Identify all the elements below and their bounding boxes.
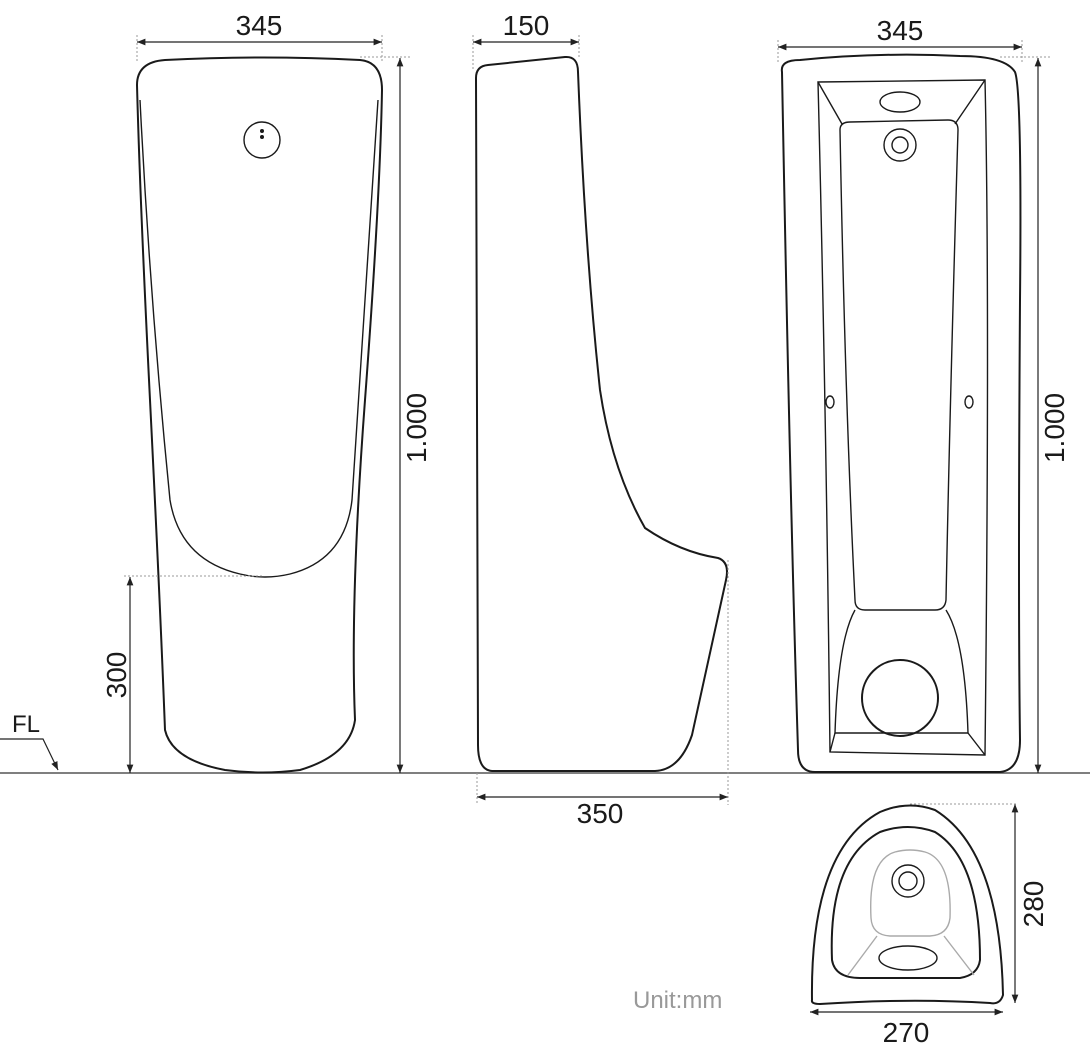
side-bottom-depth-label: 350 <box>577 798 624 829</box>
side-top-depth-label: 150 <box>503 10 550 41</box>
side-view: 150 350 <box>472 10 729 829</box>
rear-view: 345 1.000 <box>777 15 1070 773</box>
floor-label: FL <box>12 711 40 738</box>
front-view: 345 1.000 300 <box>101 10 432 774</box>
top-width-label: 270 <box>883 1017 930 1048</box>
spud-inlet-icon <box>243 121 281 159</box>
rear-height-label: 1.000 <box>1039 393 1070 463</box>
front-width-label: 345 <box>236 10 283 41</box>
inlet-height-label: 300 <box>101 652 132 699</box>
unit-label: Unit:mm <box>633 987 722 1014</box>
top-view: 280 270 <box>810 803 1049 1048</box>
top-depth-label: 280 <box>1018 881 1049 928</box>
floor-line: FL <box>0 711 1090 774</box>
rear-width-label: 345 <box>877 15 924 46</box>
front-height-label: 1.000 <box>401 393 432 463</box>
